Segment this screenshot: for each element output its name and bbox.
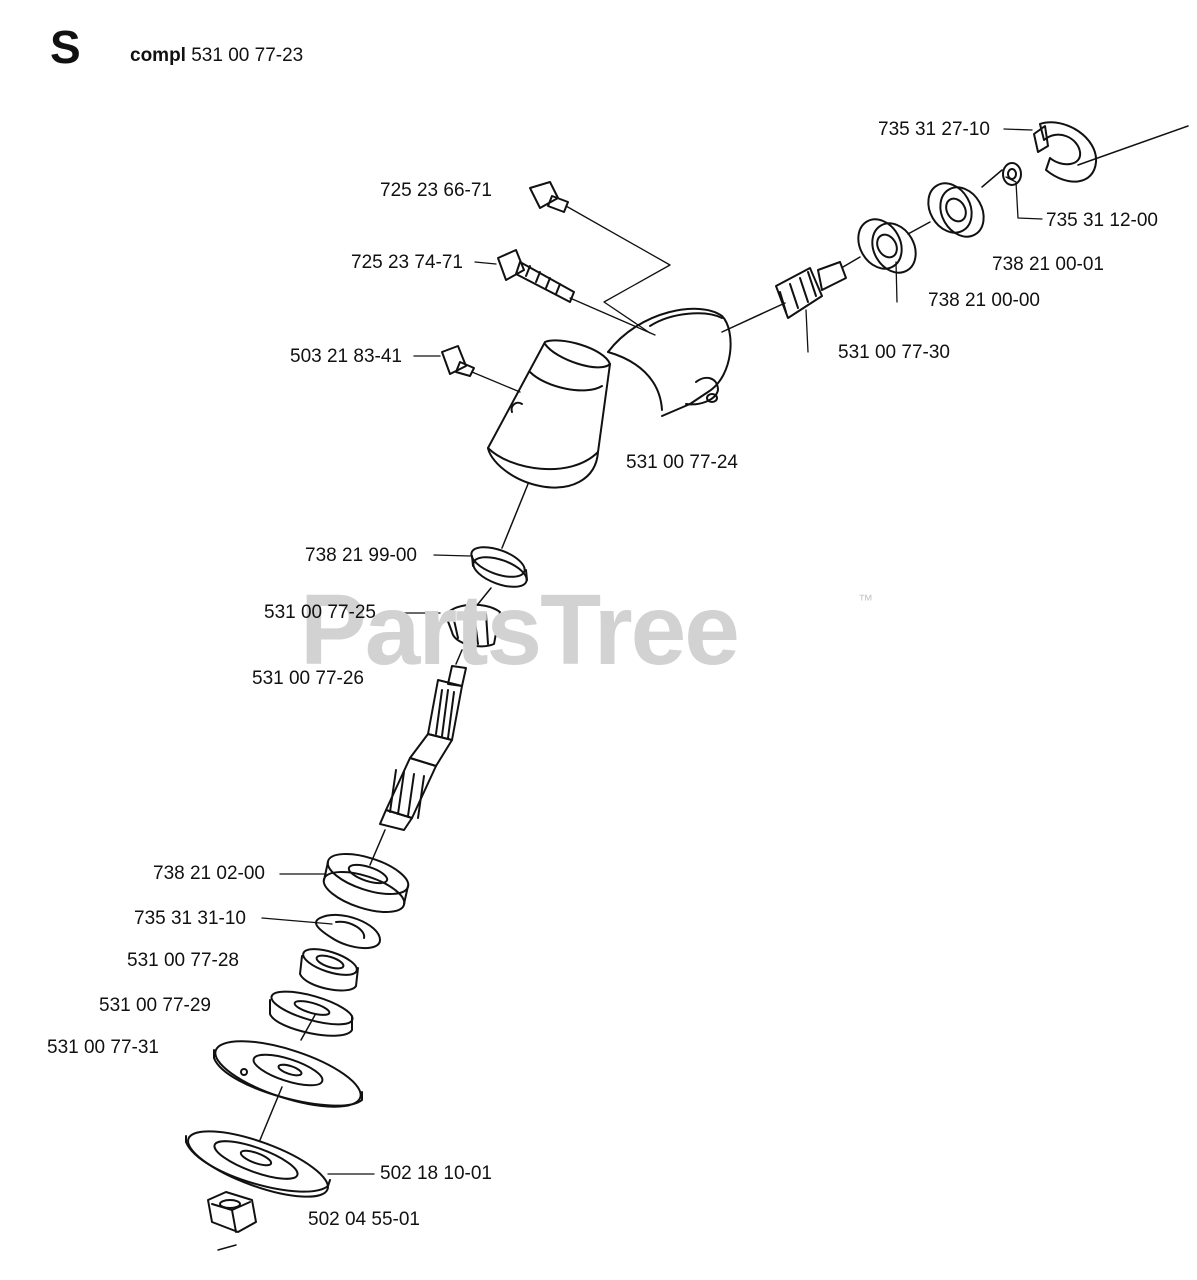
bolt-725-23-66-71: [529, 181, 569, 213]
circlip-735-31-31-10: [315, 913, 381, 949]
part-label: 738 21 00-00: [928, 290, 1040, 311]
part-label: 725 23 66-71: [380, 180, 492, 201]
bearing-738-21-02-00: [322, 852, 410, 914]
part-label: 735 31 12-00: [1046, 210, 1158, 231]
part-label: 531 00 77-29: [99, 995, 211, 1016]
part-label: 738 21 00-01: [992, 254, 1104, 275]
disc-531-00-77-31: [213, 1040, 363, 1108]
circlip-735-31-27-10: [1033, 121, 1098, 183]
bushing-531-00-77-28: [299, 948, 359, 992]
part-label: 531 00 77-31: [47, 1037, 159, 1058]
part-label: 735 31 31-10: [134, 908, 246, 929]
part-label: 738 21 02-00: [153, 863, 265, 884]
screw-503-21-83-41: [441, 345, 475, 377]
gear-531-00-77-25: [445, 603, 501, 648]
watermark-trademark: ™: [858, 592, 873, 609]
screw-725-23-74-71: [497, 249, 575, 303]
compl-word: compl: [130, 45, 186, 66]
ring-735-31-12-00: [1002, 162, 1022, 186]
section-letter: S: [50, 21, 81, 73]
part-label: 735 31 27-10: [878, 119, 990, 140]
bearing-738-21-00-01: [927, 182, 985, 238]
part-label: 738 21 99-00: [305, 545, 417, 566]
bearing-738-21-00-00: [857, 218, 917, 274]
disc-502-18-10-01: [185, 1130, 331, 1198]
nut-502-04-55-01: [207, 1191, 257, 1233]
part-label: 531 00 77-26: [252, 668, 364, 689]
part-label: 502 18 10-01: [380, 1163, 492, 1184]
washer-531-00-77-29: [269, 990, 354, 1037]
part-label: 725 23 74-71: [351, 252, 463, 273]
part-label: 503 21 83-41: [290, 346, 402, 367]
compl-part-number: 531 00 77-23: [191, 45, 304, 66]
watermark-logo: PartsTree: [300, 574, 740, 686]
leader-lines: [261, 128, 1043, 1175]
assembly-complete-label: compl 531 00 77-23: [130, 46, 303, 65]
part-label: 531 00 77-25: [264, 602, 376, 623]
part-label: 531 00 77-30: [838, 342, 950, 363]
part-label: 502 04 55-01: [308, 1209, 420, 1230]
shaft-531-00-77-26: [379, 665, 467, 831]
part-label: 531 00 77-24: [626, 452, 738, 473]
bearing-738-21-99-00: [470, 546, 528, 588]
part-label: 531 00 77-28: [127, 950, 239, 971]
pinion-531-00-77-30: [775, 261, 847, 319]
gear-housing-531-00-77-24: [487, 307, 732, 489]
